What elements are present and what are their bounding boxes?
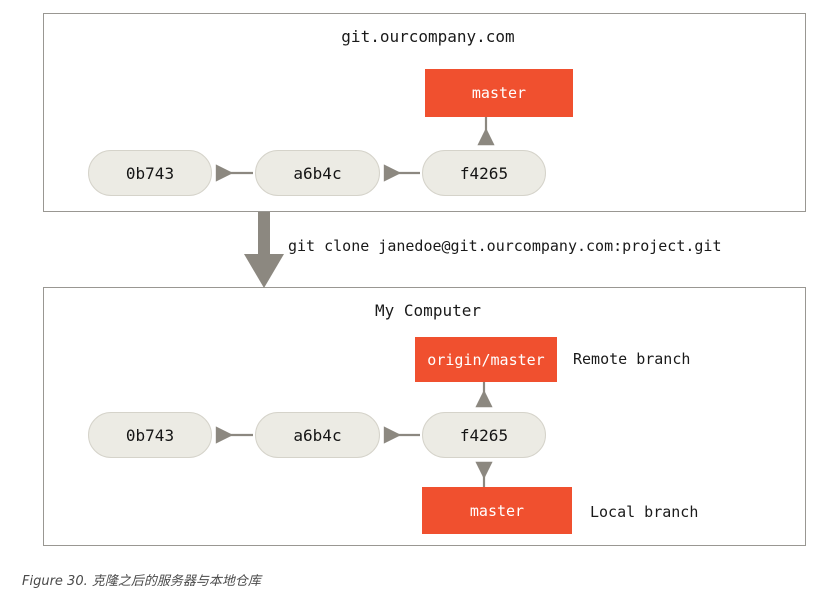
commit-node[interactable]: a6b4c bbox=[255, 412, 380, 458]
local-branch-annotation: Local branch bbox=[590, 503, 699, 521]
commit-node[interactable]: f4265 bbox=[422, 150, 546, 196]
branch-label-origin-master[interactable]: origin/master bbox=[415, 337, 557, 382]
remote-branch-annotation: Remote branch bbox=[573, 350, 691, 368]
figure-caption: Figure 30. 克隆之后的服务器与本地仓库 bbox=[22, 574, 261, 589]
commit-node[interactable]: f4265 bbox=[422, 412, 546, 458]
local-panel-title: My Computer bbox=[375, 301, 481, 320]
commit-node[interactable]: a6b4c bbox=[255, 150, 380, 196]
server-panel-title: git.ourcompany.com bbox=[341, 27, 515, 46]
commit-node[interactable]: 0b743 bbox=[88, 150, 212, 196]
down-arrow-icon bbox=[244, 212, 284, 288]
branch-label-master[interactable]: master bbox=[425, 69, 573, 117]
branch-label-master[interactable]: master bbox=[422, 487, 572, 534]
commit-node[interactable]: 0b743 bbox=[88, 412, 212, 458]
clone-command-text: git clone janedoe@git.ourcompany.com:pro… bbox=[288, 237, 722, 255]
